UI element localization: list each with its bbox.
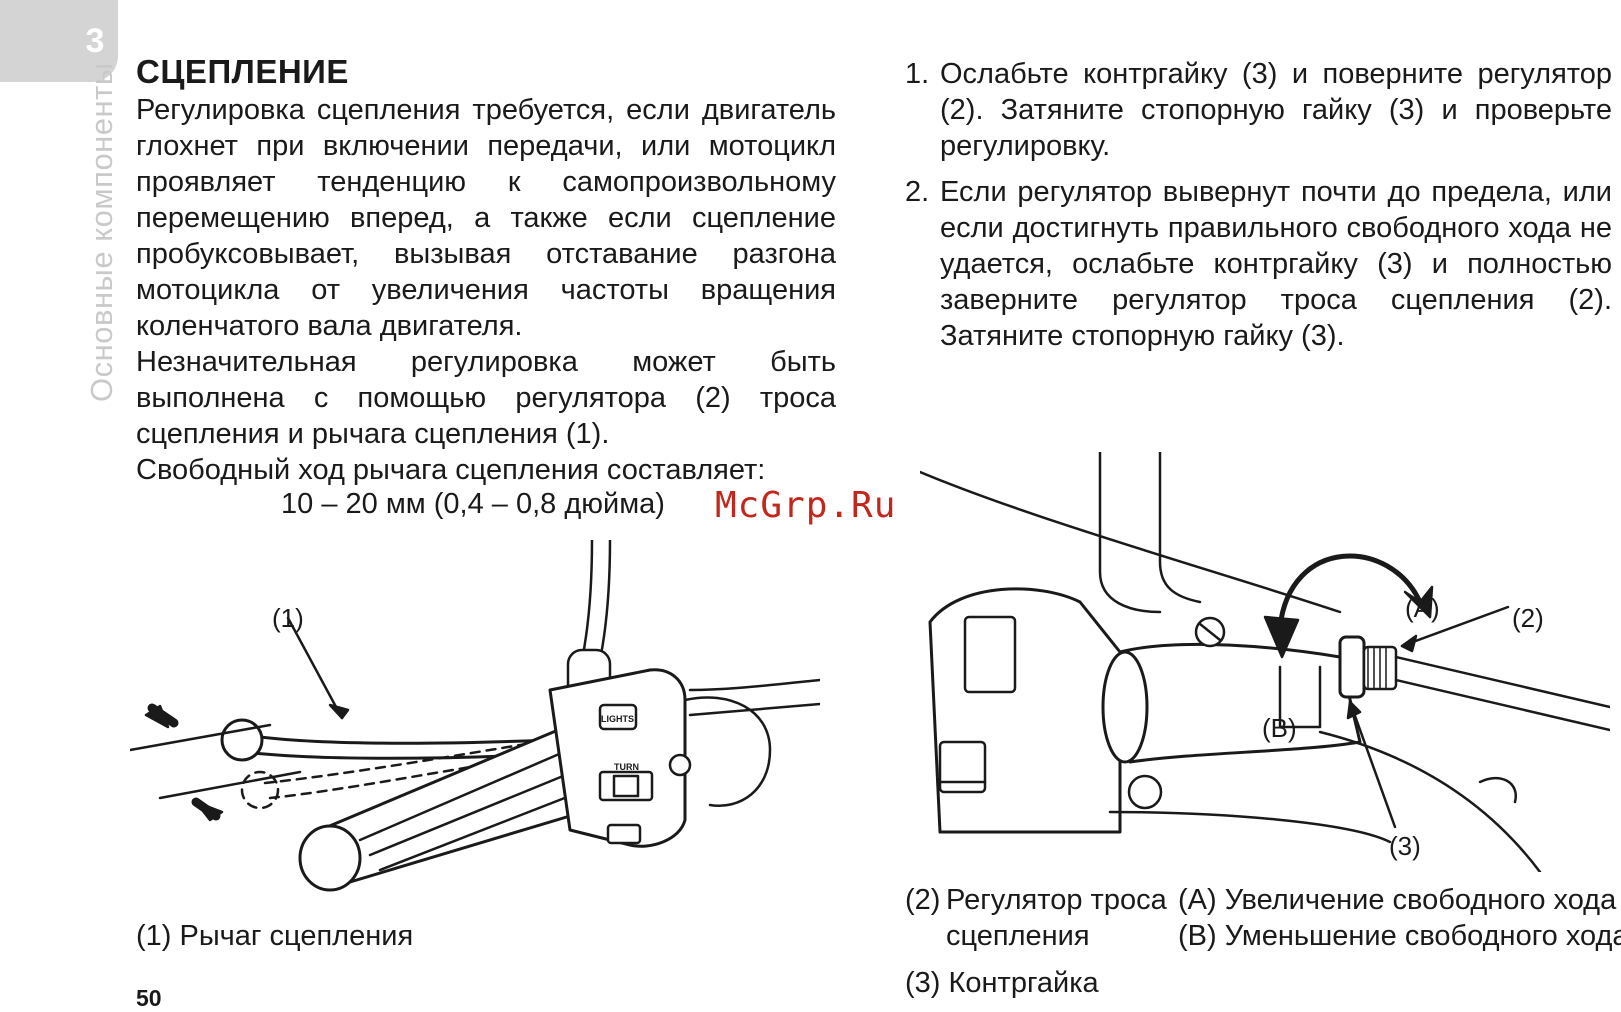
caption-decrease: (B) Уменьшение свободного хода [1178,920,1621,952]
freeplay-spec: 10 – 20 мм (0,4 – 0,8 дюйма) [281,488,665,520]
freeplay-paragraph: Свободный ход рычага сцепления составляе… [136,454,766,486]
step-text: Ослабьте контргайку (3) и поверните регу… [940,58,1612,162]
lights-label: LIGHTS [601,714,634,724]
chapter-tab [0,0,118,82]
left-figure-caption: (1) Рычаг сцепления [136,920,414,952]
step-number: 2. [905,176,930,208]
steps-list: 1. Ослабьте контргайку (3) и поверните р… [905,56,1612,364]
section-side-label: Основные компоненты [84,62,119,402]
callout-1: (1) [272,603,304,633]
callout-2: (2) [1512,603,1544,633]
caption-adjuster: Регулятор троса [946,884,1167,916]
chapter-number: 3 [85,22,105,60]
caption-increase: (A) Увеличение свободного хода [1178,884,1617,916]
callout-3: (3) [1389,831,1421,861]
watermark: McGrp.Ru [715,485,897,526]
step-number: 1. [905,58,930,90]
page-number: 50 [136,985,162,1011]
caption-adjuster-line2: сцепления [946,920,1090,952]
turn-label: TURN [614,762,639,772]
intro-paragraph: Регулировка сцепления требуется, если дв… [136,94,836,342]
clutch-lever-illustration: LIGHTS TURN [130,540,820,892]
step-item: 1. Ослабьте контргайку (3) и поверните р… [905,56,1612,164]
step-text: Если регулятор вывернут почти до предела… [940,176,1612,352]
callout-b: (B) [1262,713,1297,743]
step-item: 2. Если регулятор вывернут почти до пред… [905,174,1612,354]
caption-locknut: (3) Контргайка [905,967,1099,999]
callout-a: (A) [1405,593,1440,623]
cable-adjuster-illustration [920,452,1610,872]
section-heading: СЦЕПЛЕНИЕ [136,53,349,90]
adjustment-paragraph: Незначительная регулировка может быть вы… [136,346,836,450]
caption-adjuster-number: (2) [905,884,941,916]
